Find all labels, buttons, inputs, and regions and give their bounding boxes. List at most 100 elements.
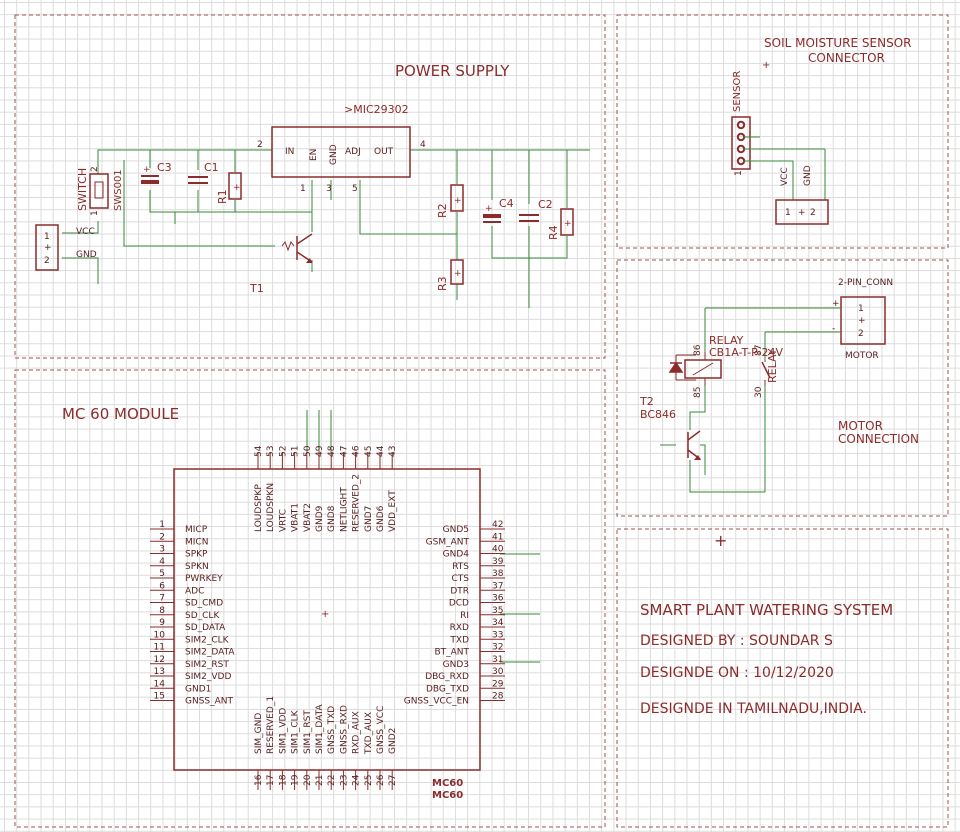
bottom-pin-number: 27 bbox=[388, 775, 398, 786]
right-pin-label: GNSS_VCC_EN bbox=[404, 697, 469, 707]
r1-label: R1 bbox=[216, 189, 229, 204]
top-pin-label: VBAT1 bbox=[291, 503, 301, 532]
left-pin-number: 3 bbox=[159, 545, 165, 555]
sensor-wires bbox=[744, 136, 826, 200]
c1-label: C1 bbox=[204, 161, 219, 174]
left-pin-label: SIM2_RST bbox=[185, 660, 229, 670]
left-pin-number: 11 bbox=[154, 643, 165, 653]
bottom-pin-number: 22 bbox=[327, 775, 337, 786]
capacitor-c4: + C4 bbox=[483, 197, 514, 223]
bottom-pin-label: GNSS_RXD bbox=[339, 705, 349, 754]
svg-text:+: + bbox=[454, 196, 462, 206]
c2-label: C2 bbox=[538, 198, 553, 211]
right-pin-label: GND3 bbox=[443, 660, 469, 670]
left-pin-label: MICP bbox=[185, 525, 208, 535]
right-pin-label: RI bbox=[460, 611, 469, 621]
top-pin-number: 54 bbox=[254, 445, 264, 457]
top-pin-label: GND8 bbox=[327, 505, 337, 532]
reg-pin-en: EN bbox=[309, 149, 319, 161]
switch-lever-icon bbox=[94, 181, 104, 199]
sensor-connector: SENSOR 1 bbox=[731, 71, 751, 176]
left-pin-label: GND1 bbox=[185, 684, 211, 694]
titleblock-frame bbox=[616, 528, 949, 828]
power-supply-heading: POWER SUPPLY bbox=[395, 62, 510, 80]
bottom-pin-label: RXD_AUX bbox=[352, 711, 362, 754]
left-pin-number: 1 bbox=[159, 520, 165, 530]
resistor-r3: + R3 bbox=[436, 259, 464, 291]
right-pin-number: 31 bbox=[492, 655, 503, 665]
right-pin-number: 42 bbox=[492, 520, 503, 530]
right-pin-label: DBG_RXD bbox=[425, 672, 469, 682]
svg-text:+: + bbox=[321, 609, 329, 620]
conn-vcc-label: VCC bbox=[76, 227, 95, 237]
bottom-pin-number: 25 bbox=[364, 775, 374, 786]
right-pin-number: 33 bbox=[492, 630, 503, 640]
left-pin-label: SD_CMD bbox=[185, 599, 223, 609]
bottom-pin-number: 19 bbox=[291, 774, 301, 786]
c3-plus: + bbox=[143, 165, 151, 175]
top-pin-number: 45 bbox=[364, 446, 374, 457]
right-pin-label: RTS bbox=[452, 562, 469, 572]
right-pin-number: 40 bbox=[492, 545, 504, 555]
svg-text:+: + bbox=[798, 208, 806, 218]
left-pin-label: PWRKEY bbox=[185, 574, 223, 584]
left-pin-label: SD_DATA bbox=[185, 623, 226, 633]
left-pin-label: SIM2_CLK bbox=[185, 635, 230, 645]
right-pin-label: DTR bbox=[450, 586, 469, 596]
module-frame bbox=[14, 369, 606, 828]
sensor-power-pin1: 1 bbox=[785, 208, 791, 218]
left-pin-label: SIM2_DATA bbox=[185, 648, 235, 658]
sensor-title-line1: SOIL MOISTURE SENSOR bbox=[764, 36, 911, 50]
top-pin-label: VBAT2 bbox=[303, 503, 313, 532]
relay-pin85: 85 bbox=[693, 387, 703, 398]
title-line2: DESIGNED BY : SOUNDAR S bbox=[640, 633, 833, 649]
reg-num-2: 2 bbox=[257, 140, 263, 150]
left-pin-number: 7 bbox=[159, 594, 165, 604]
regulator-label: >MIC29302 bbox=[344, 103, 409, 116]
left-pin-number: 4 bbox=[159, 557, 165, 567]
power-switch: SWITCH SWS001 2 1 bbox=[76, 166, 124, 216]
relay-pin87: 87 bbox=[754, 345, 764, 356]
svg-text:+: + bbox=[762, 60, 770, 71]
switch-pin2: 2 bbox=[90, 166, 100, 172]
top-pin-number: 51 bbox=[291, 446, 301, 457]
relay-part: CB1A-T-P-24V bbox=[709, 346, 784, 359]
reg-pin-gnd: GND bbox=[329, 144, 339, 165]
transistor-t2 bbox=[687, 430, 701, 460]
bottom-pin-label: TXD_AUX bbox=[364, 712, 374, 755]
bottom-pin-label: RESERVED_1 bbox=[266, 696, 276, 754]
top-pin-number: 47 bbox=[339, 446, 349, 457]
right-pin-number: 41 bbox=[492, 532, 503, 542]
relay-pin30: 30 bbox=[754, 386, 764, 398]
left-pin-label: SPKP bbox=[185, 550, 208, 560]
reg-num-1: 1 bbox=[300, 184, 306, 194]
svg-text:+: + bbox=[454, 269, 462, 279]
capacitor-c2: C2 bbox=[519, 198, 553, 222]
right-pin-label: CTS bbox=[452, 574, 470, 584]
mc60-bottom-pins: 16SIM_GND17RESERVED_118SIM1_VDD19SIM1_CL… bbox=[254, 696, 398, 790]
bottom-pin-label: SIM1_VDD bbox=[278, 708, 288, 754]
chip-label-1: MC60 bbox=[432, 778, 463, 789]
right-pin-label: DCD bbox=[449, 599, 469, 609]
motor-title-line2: CONNECTION bbox=[838, 432, 919, 446]
right-pin-number: 32 bbox=[492, 643, 503, 653]
bottom-pin-label: GNSS_VCC bbox=[376, 706, 386, 754]
bottom-pin-number: 16 bbox=[254, 774, 264, 786]
title-line3: DESIGNDE ON : 10/12/2020 bbox=[640, 665, 834, 681]
module-wires bbox=[306, 410, 540, 663]
top-pin-number: 48 bbox=[327, 445, 337, 457]
chip-label-2: MC60 bbox=[432, 790, 463, 801]
relay-pin86: 86 bbox=[693, 344, 703, 356]
r2-label: R2 bbox=[436, 203, 449, 218]
capacitor-c1: C1 bbox=[188, 161, 219, 184]
reg-num-4: 4 bbox=[420, 140, 426, 150]
bottom-pin-label: GND2 bbox=[388, 728, 398, 754]
bottom-pin-number: 26 bbox=[376, 774, 386, 786]
svg-text:+: + bbox=[233, 183, 241, 193]
switch-pin1: 1 bbox=[90, 210, 100, 216]
motor-frame bbox=[616, 259, 949, 517]
c4-label: C4 bbox=[499, 197, 514, 210]
left-pin-label: GNSS_ANT bbox=[185, 697, 234, 707]
right-pin-label: DBG_TXD bbox=[426, 684, 469, 694]
